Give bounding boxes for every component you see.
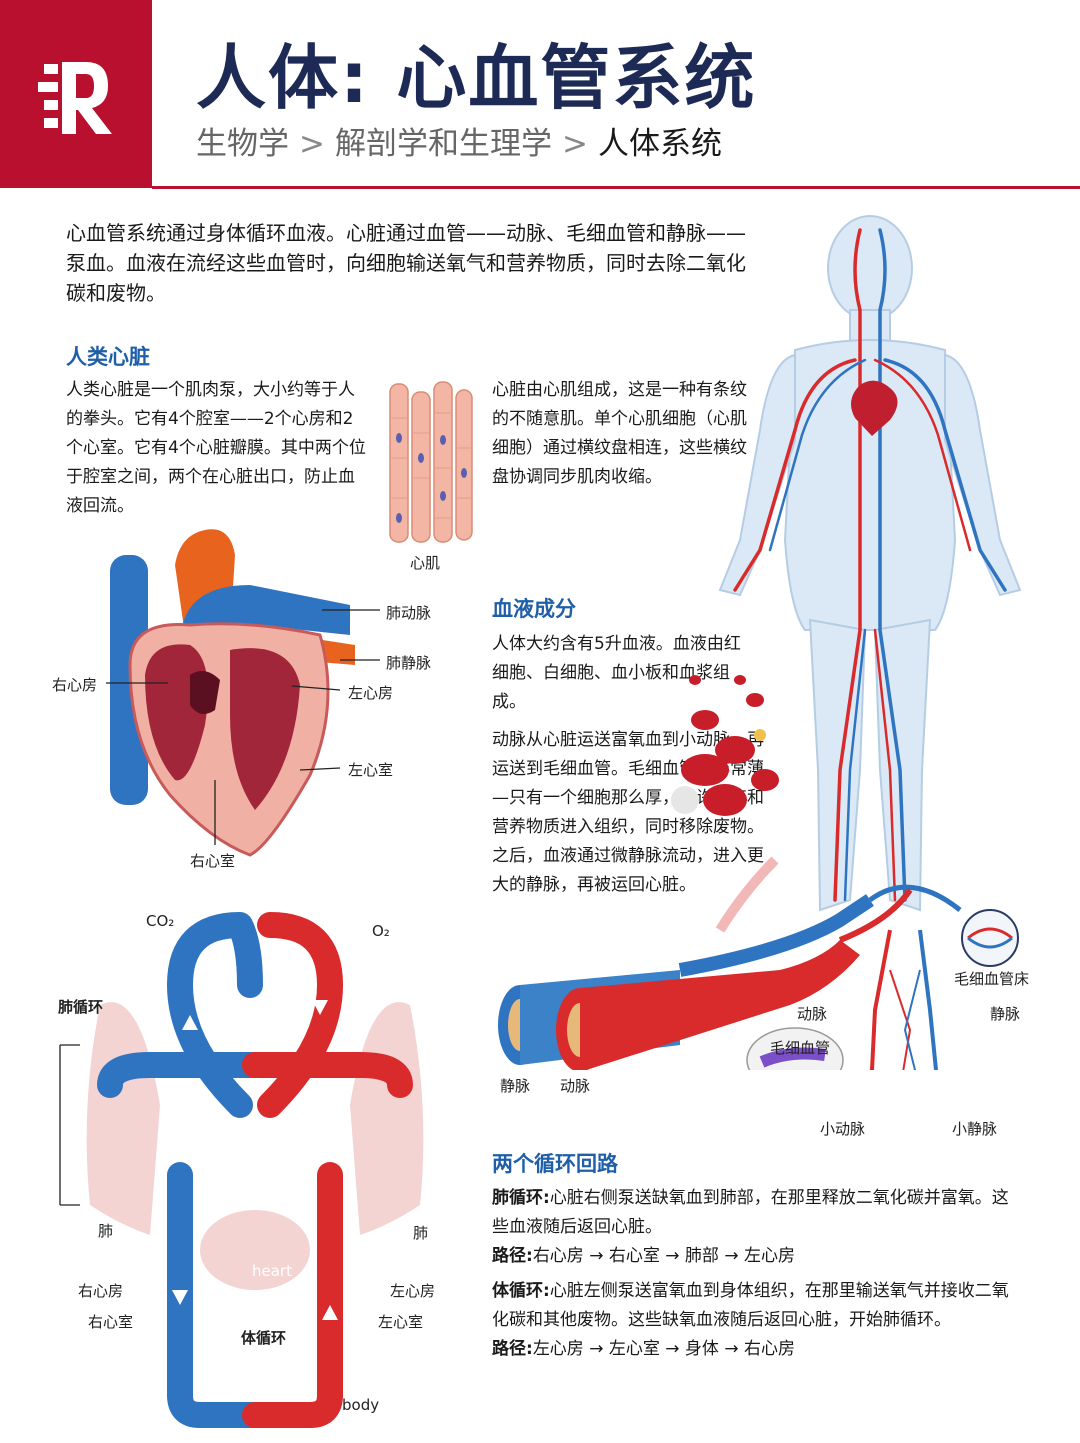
heart-heading: 人类心脏 [66, 345, 150, 369]
label-circ-left-ventricle: 左心室 [378, 1313, 424, 1331]
systemic-path: 左心房 → 左心室 → 身体 → 右心房 [532, 1339, 795, 1359]
label-right-atrium: 右心房 [52, 676, 98, 694]
breadcrumb-separator: > [299, 126, 325, 162]
breadcrumb-item-biology[interactable]: 生物学 [196, 126, 289, 162]
label-pulmonary-vein: 肺静脉 [386, 654, 432, 672]
blood-vessels-illustration [498, 856, 1019, 1070]
blood-heading: 血液成分 [492, 597, 576, 621]
page-title: 人体: 心血管系统 [196, 37, 757, 119]
label-venule: 小静脉 [952, 1120, 998, 1138]
label-circ-left-atrium: 左心房 [390, 1282, 436, 1300]
pulmonary-loop-title: 肺循环: [492, 1188, 550, 1208]
pulmonary-loop-desc: 心脏右侧泵送缺氧血到肺部，在那里释放二氧化碳并富氧。这些血液随后返回心脏。 [492, 1188, 1009, 1237]
cardiac-muscle-label: 心肌 [410, 554, 441, 572]
header-divider [152, 186, 1080, 189]
label-o2: O₂ [372, 922, 390, 940]
systemic-loop-title: 体循环: [492, 1281, 550, 1301]
label-artery: 动脉 [560, 1077, 591, 1095]
label-left-ventricle: 左心室 [348, 761, 394, 779]
breadcrumb-item-anatomy[interactable]: 解剖学和生理学 [334, 126, 552, 162]
systemic-path-title: 路径: [492, 1339, 533, 1359]
label-artery-right: 动脉 [797, 1005, 828, 1023]
label-vein: 静脉 [500, 1077, 531, 1095]
logo [0, 0, 152, 188]
pulmonary-path: 右心房 → 右心室 → 肺部 → 左心房 [532, 1246, 795, 1266]
breadcrumb-separator: > [561, 126, 588, 162]
label-lung-right: 肺 [413, 1224, 429, 1242]
pulmonary-path-title: 路径: [492, 1246, 533, 1266]
blood-composition-text: 人体大约含有5升血液。血液由红细胞、白细胞、血小板和血浆组成。 [492, 634, 741, 712]
intro-text: 心血管系统通过身体循环血液。心脏通过血管——动脉、毛细血管和静脉——泵血。血液在… [66, 221, 746, 305]
label-pulmonary-circulation: 肺循环 [58, 998, 104, 1016]
label-vein-right: 静脉 [990, 1005, 1021, 1023]
label-lung-left: 肺 [98, 1222, 114, 1240]
label-heart: heart [252, 1262, 292, 1280]
systemic-loop-text: 体循环:心脏左侧泵送富氧血到身体组织，在那里输送氧气并接收二氧化碳和其他废物。这… [492, 1277, 1012, 1364]
r-logo-icon [38, 62, 112, 134]
breadcrumb: 生物学>解剖学和生理学>人体系统 [196, 118, 722, 163]
heart-leader-lines [106, 609, 380, 845]
systemic-loop-desc: 心脏左侧泵送富氧血到身体组织，在那里输送氧气并接收二氧化碳和其他废物。这些缺氧血… [492, 1281, 1009, 1330]
label-capillary-bed: 毛细血管床 [954, 970, 1030, 988]
breadcrumb-item-current: 人体系统 [597, 126, 722, 162]
heart-text: 人类心脏是一个肌肉泵，大小约等于人的拳头。它有4个腔室——2个心房和2个心室。它… [66, 380, 366, 516]
label-capillary: 毛细血管 [770, 1039, 831, 1057]
label-circ-right-atrium: 右心房 [78, 1282, 124, 1300]
label-pulmonary-artery: 肺动脉 [386, 604, 432, 622]
label-right-ventricle: 右心室 [190, 852, 236, 870]
label-arteriole: 小动脉 [820, 1120, 866, 1138]
circulation-diagram [59, 912, 424, 1428]
label-circ-right-ventricle: 右心室 [88, 1313, 134, 1331]
human-body-circulatory-illustration [718, 215, 1022, 912]
cardiac-muscle-text: 心脏由心肌组成，这是一种有条纹的不随意肌。单个心肌细胞（心肌细胞）通过横纹盘相连… [492, 380, 747, 487]
blood-cells-illustration [671, 675, 779, 816]
label-systemic-circulation: 体循环 [241, 1329, 287, 1347]
cardiac-muscle-illustration [389, 381, 473, 543]
loops-heading: 两个循环回路 [492, 1152, 618, 1176]
label-body: body [342, 1396, 380, 1414]
pulmonary-loop-text: 肺循环:心脏右侧泵送缺氧血到肺部，在那里释放二氧化碳并富氧。这些血液随后返回心脏… [492, 1184, 1012, 1271]
label-co2: CO₂ [146, 912, 175, 930]
heart-cross-section-illustration [110, 529, 355, 857]
label-left-atrium: 左心房 [348, 684, 394, 702]
